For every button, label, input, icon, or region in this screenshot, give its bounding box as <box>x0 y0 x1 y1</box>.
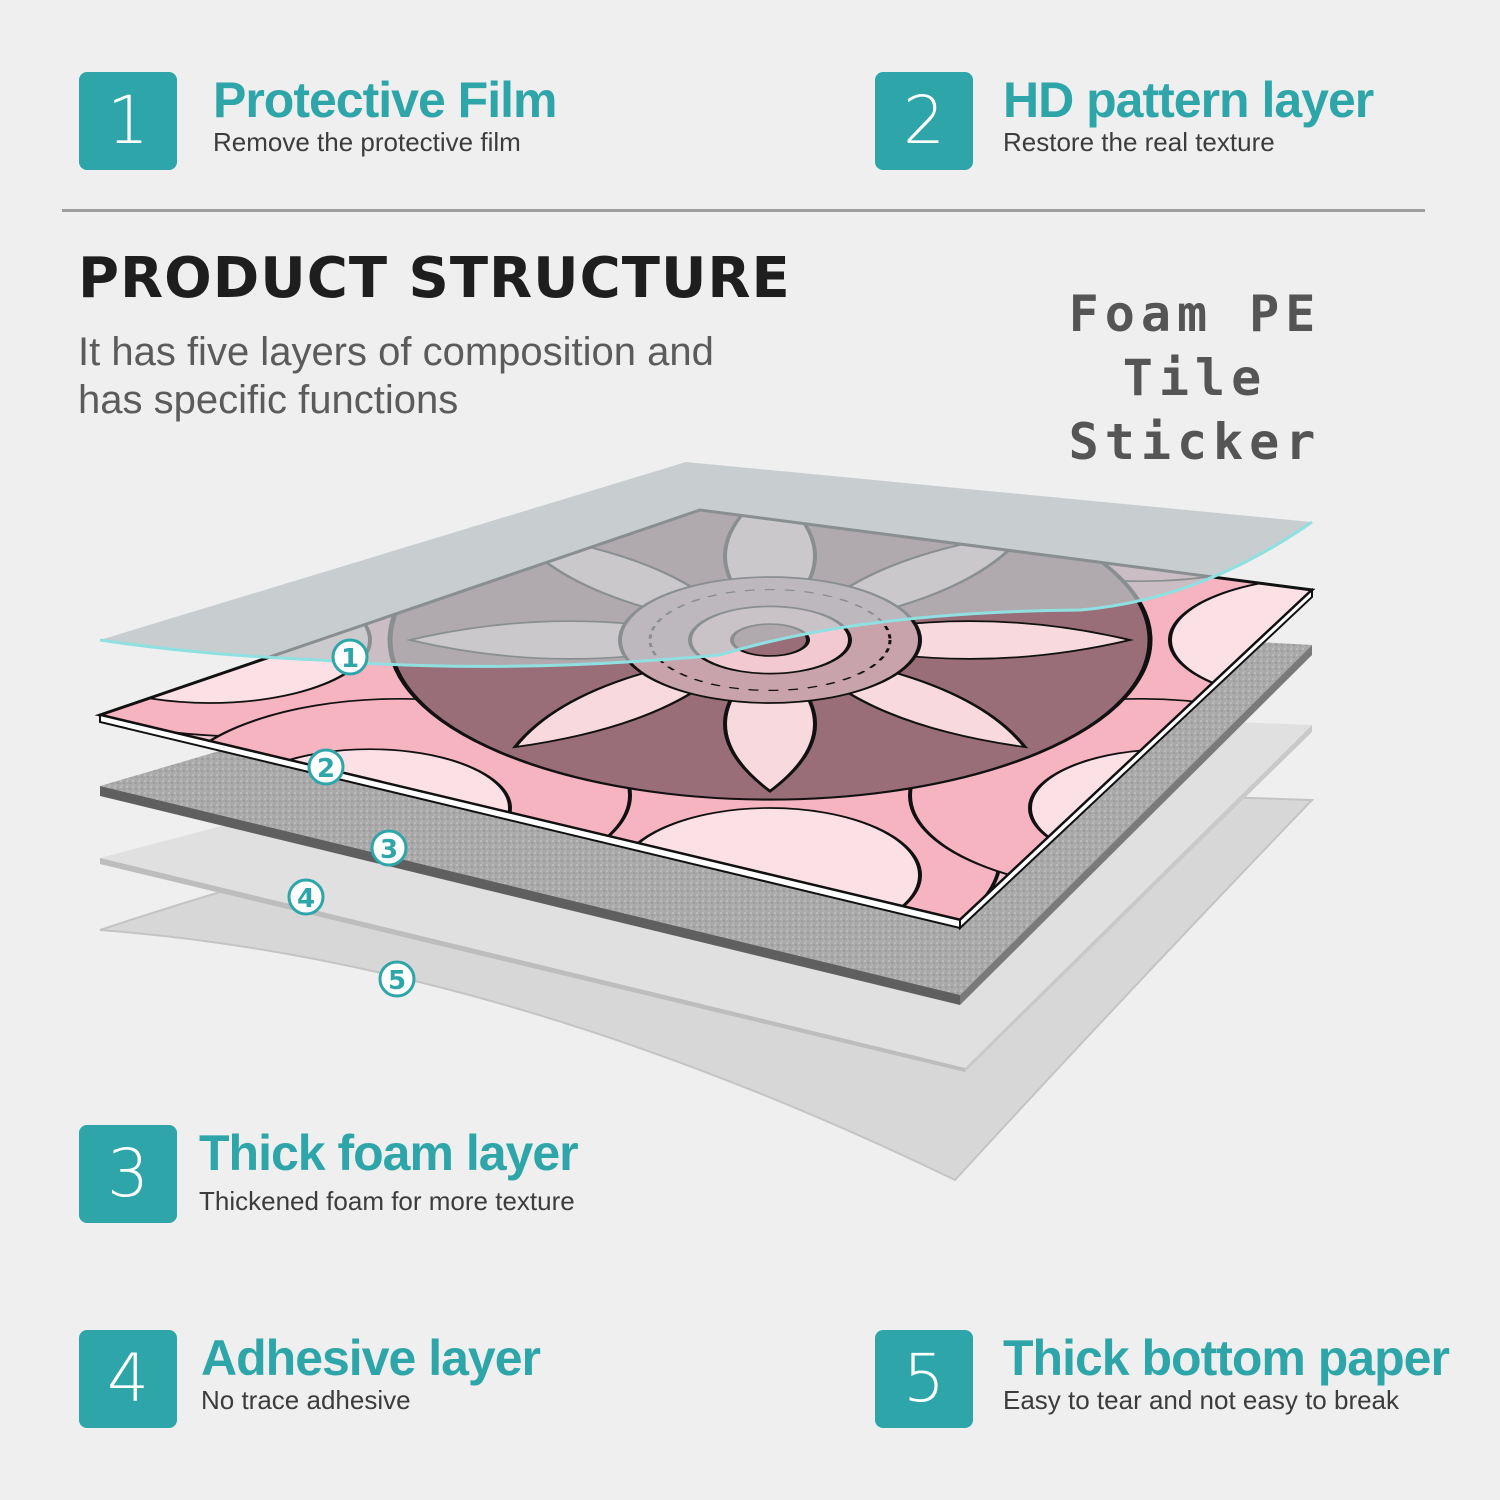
feature-thick-foam-layer: 3 Thick foam layer Thickened foam for mo… <box>79 1125 579 1223</box>
number-badge-3: 3 <box>79 1125 177 1223</box>
feature-thick-bottom-paper: 5 Thick bottom paper Easy to tear and no… <box>875 1330 1450 1428</box>
section-divider <box>62 209 1425 212</box>
product-name: Foam PE Tile Sticker <box>1068 285 1322 471</box>
page-subheading: It has five layers of composition and ha… <box>78 330 714 422</box>
feature-desc-1: Remove the protective film <box>213 127 521 157</box>
number-badge-1: 1 <box>79 72 177 170</box>
svg-text:1: 1 <box>341 644 359 674</box>
feature-desc-5: Easy to tear and not easy to break <box>1003 1385 1400 1415</box>
protective-film-layer <box>100 462 1312 667</box>
feature-desc-2: Restore the real texture <box>1003 127 1275 157</box>
feature-title-2: HD pattern layer <box>1003 72 1374 128</box>
number-badge-2: 2 <box>875 72 973 170</box>
svg-text:3: 3 <box>380 835 398 865</box>
number-badge-5: 5 <box>875 1330 973 1428</box>
layer-callout-1: 1 <box>331 638 369 676</box>
svg-text:5: 5 <box>388 966 406 996</box>
svg-text:4: 4 <box>297 884 315 914</box>
feature-title-3: Thick foam layer <box>199 1125 579 1181</box>
feature-desc-4: No trace adhesive <box>201 1385 411 1415</box>
feature-adhesive-layer: 4 Adhesive layer No trace adhesive <box>79 1330 541 1428</box>
feature-title-4: Adhesive layer <box>201 1330 541 1386</box>
layer-callout-4: 4 <box>287 878 325 916</box>
feature-desc-3: Thickened foam for more texture <box>199 1186 575 1216</box>
svg-text:2: 2 <box>317 754 335 784</box>
feature-title-1: Protective Film <box>213 72 557 128</box>
page-heading: PRODUCT STRUCTURE <box>78 246 791 311</box>
layer-callout-2: 2 <box>307 748 345 786</box>
layer-callout-3: 3 <box>370 829 408 867</box>
feature-title-5: Thick bottom paper <box>1003 1330 1450 1386</box>
feature-hd-pattern-layer: 2 HD pattern layer Restore the real text… <box>875 72 1374 170</box>
feature-protective-film: 1 Protective Film Remove the protective … <box>79 72 557 170</box>
layer-callout-5: 5 <box>378 960 416 998</box>
number-badge-4: 4 <box>79 1330 177 1428</box>
